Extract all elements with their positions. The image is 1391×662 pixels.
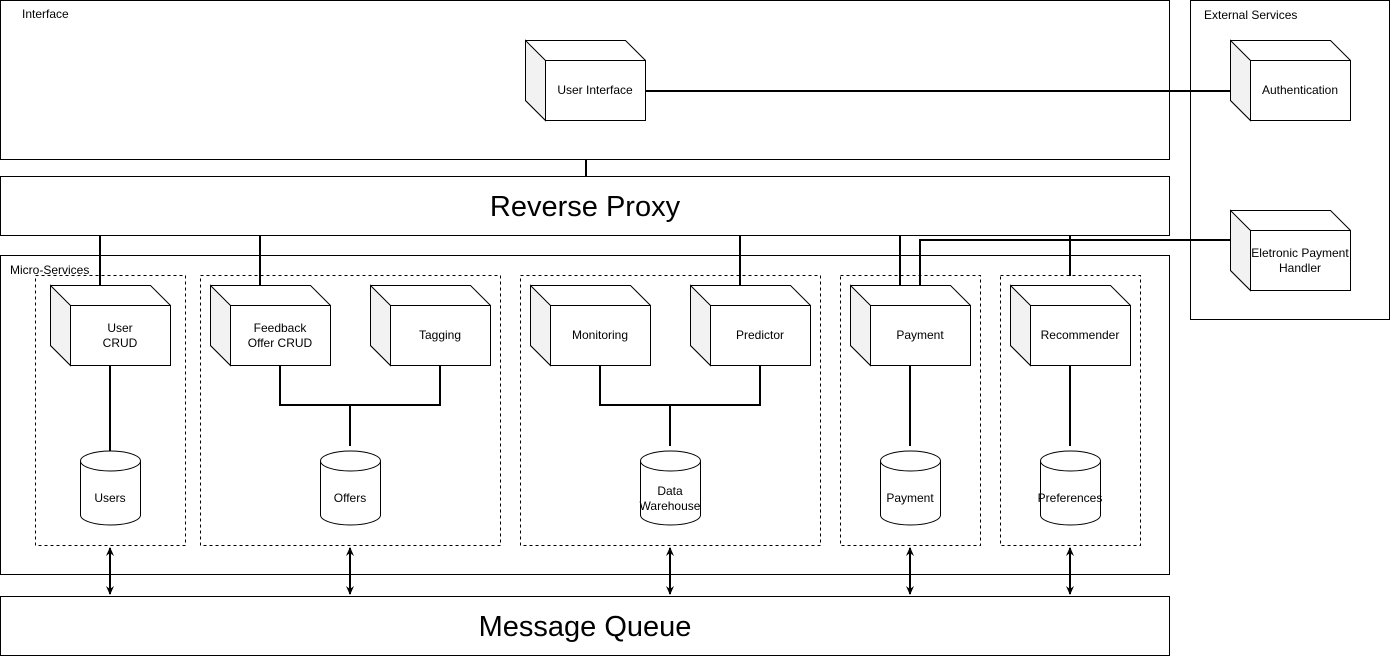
tagging-node[interactable]: Tagging <box>370 284 491 367</box>
user-crud-label-line2: CRUD <box>103 336 138 350</box>
predictor-label: Predictor <box>736 328 784 342</box>
offers-db[interactable]: Offers <box>320 450 381 526</box>
external-services-container <box>1190 0 1390 320</box>
micro-services-label: Micro-Services <box>10 263 89 277</box>
monitoring-label: Monitoring <box>572 328 628 342</box>
payment-handler-node[interactable]: Eletronic Payment Handler <box>1230 209 1351 292</box>
user-interface-label: User Interface <box>557 83 633 97</box>
data-warehouse-db[interactable]: Data Warehouse <box>640 450 701 526</box>
feedback-offer-crud-node[interactable]: Feedback Offer CRUD <box>210 284 331 367</box>
payment-db-label: Payment <box>886 491 934 505</box>
reverse-proxy-label: Reverse Proxy <box>490 191 681 223</box>
monitoring-predictor-join-line <box>599 366 761 406</box>
feedback-tagging-join-line <box>279 366 441 406</box>
payment-service-label: Payment <box>896 328 944 342</box>
warehouse-label-line1: Data <box>657 484 683 498</box>
user-crud-node[interactable]: User CRUD <box>50 284 171 367</box>
connectors <box>99 90 1230 595</box>
user-interface-node[interactable]: User Interface <box>525 39 646 122</box>
warehouse-label-line2: Warehouse <box>640 499 701 513</box>
reverse-proxy-box <box>0 176 1170 236</box>
analytics-group <box>520 275 821 546</box>
feedback-label-line1: Feedback <box>254 321 308 335</box>
authentication-node[interactable]: Authentication <box>1230 39 1351 122</box>
message-queue-label: Message Queue <box>479 611 692 643</box>
recommender-label: Recommender <box>1041 328 1120 342</box>
preferences-db[interactable]: Preferences <box>1038 450 1103 526</box>
user-group <box>35 275 186 546</box>
interface-label: Interface <box>22 7 69 21</box>
recommender-group <box>1000 275 1141 546</box>
message-queue-box <box>0 596 1170 656</box>
payment-db[interactable]: Payment <box>880 450 941 526</box>
payment-handler-label-line1: Eletronic Payment <box>1251 246 1349 260</box>
external-services-label: External Services <box>1204 8 1297 22</box>
offers-group <box>200 275 501 546</box>
tagging-label: Tagging <box>419 328 461 342</box>
monitoring-node[interactable]: Monitoring <box>530 284 651 367</box>
predictor-node[interactable]: Predictor <box>690 284 811 367</box>
payment-group <box>840 275 981 546</box>
user-crud-label-line1: User <box>107 321 132 335</box>
interface-container <box>0 0 1170 160</box>
users-db-label: Users <box>94 491 125 505</box>
recommender-node[interactable]: Recommender <box>1010 284 1131 367</box>
preferences-db-label: Preferences <box>1038 491 1103 505</box>
micro-services-container <box>0 255 1170 575</box>
offers-db-label: Offers <box>334 491 366 505</box>
payment-to-handler-line <box>919 239 1230 286</box>
payment-handler-label-line2: Handler <box>1279 261 1321 275</box>
authentication-label: Authentication <box>1262 83 1338 97</box>
feedback-label-line2: Offer CRUD <box>248 336 313 350</box>
users-db[interactable]: Users <box>80 450 141 526</box>
payment-service-node[interactable]: Payment <box>850 284 971 367</box>
